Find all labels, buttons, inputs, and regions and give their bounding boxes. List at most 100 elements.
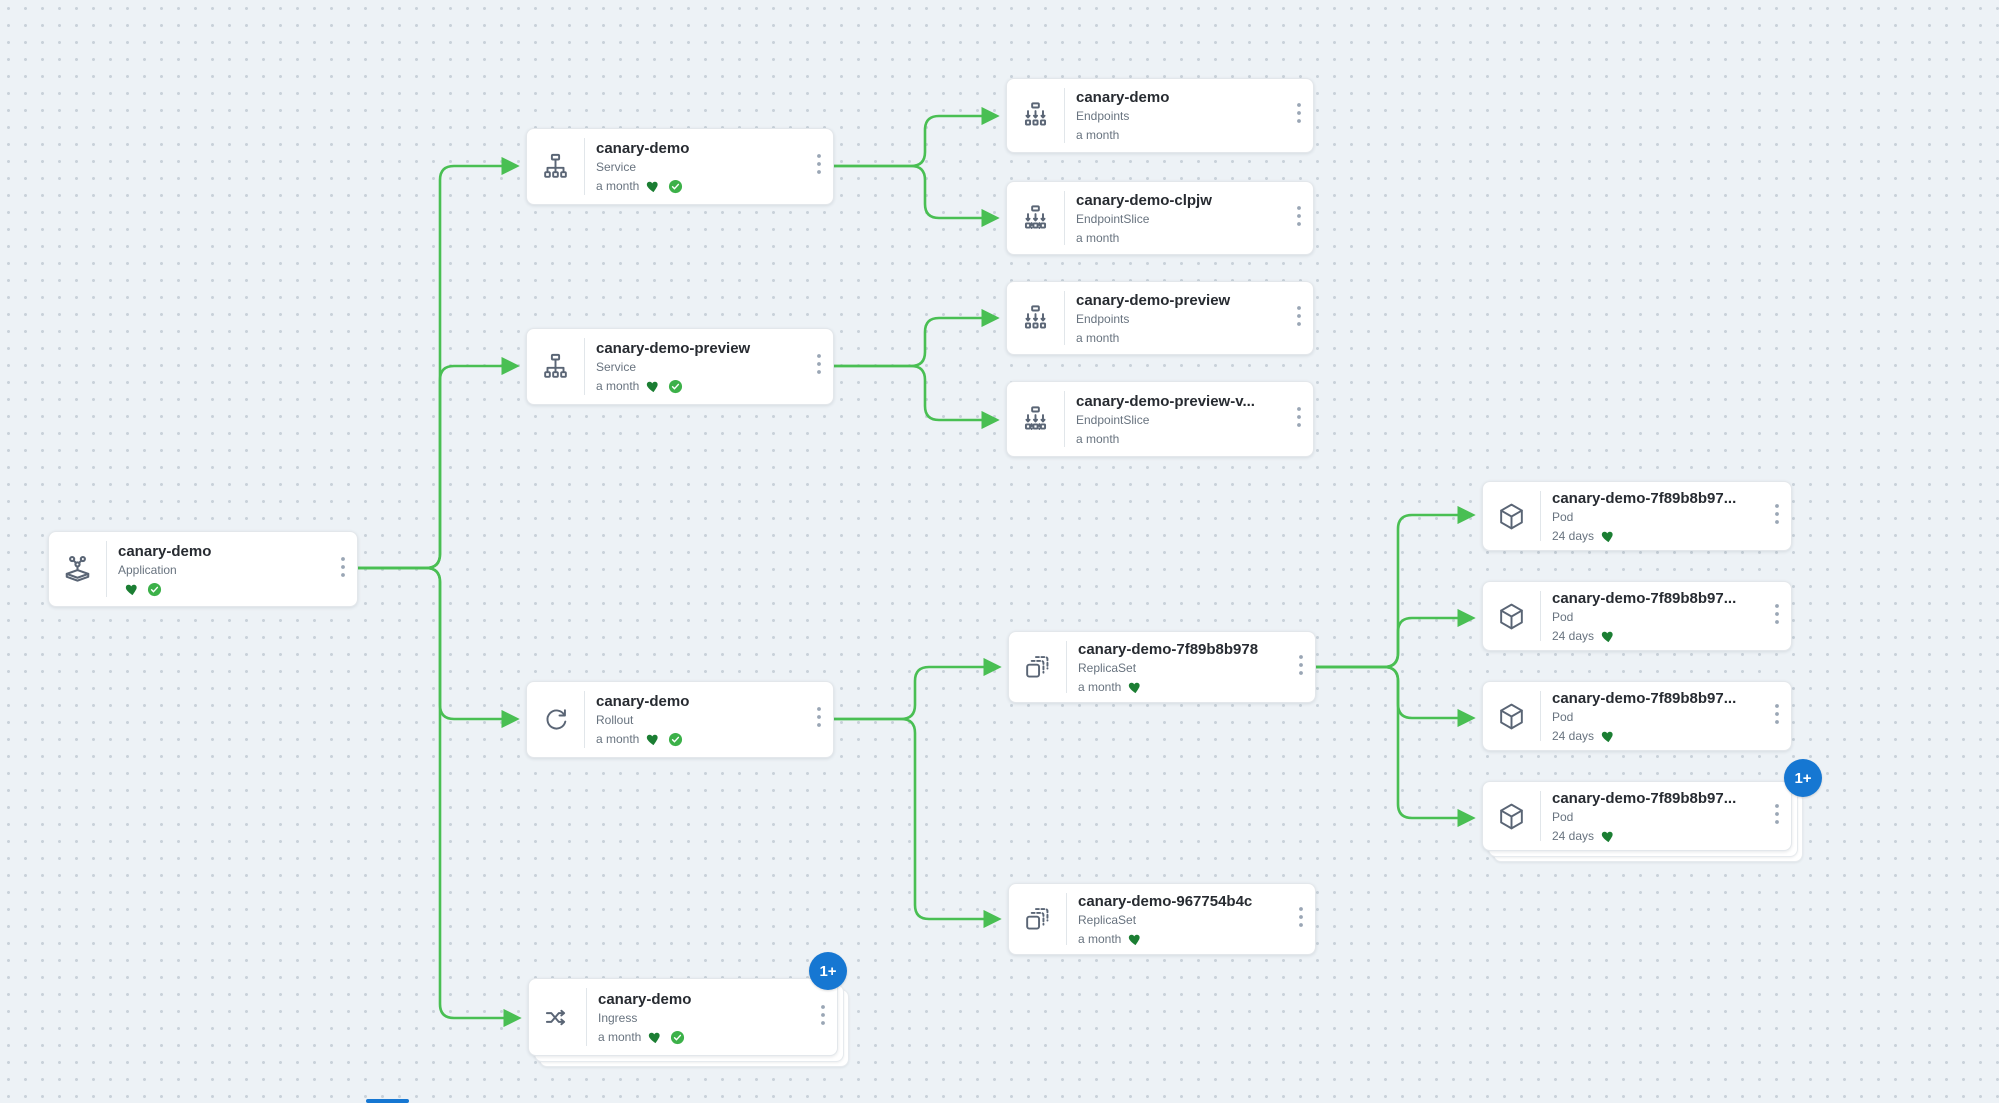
- resource-kind: ReplicaSet: [1078, 912, 1137, 927]
- resource-kind: EndpointSlice: [1076, 412, 1150, 427]
- kebab-icon: [1296, 305, 1302, 332]
- kebab-icon: [1298, 654, 1304, 681]
- edge-preview-endpoints: [831, 308, 1000, 368]
- node-menu-button[interactable]: [1763, 682, 1791, 750]
- node-menu-button[interactable]: [805, 129, 833, 204]
- healthy-heart-icon: [1128, 680, 1143, 695]
- node-divider: [1540, 591, 1541, 641]
- healthy-heart-icon: [1601, 629, 1616, 644]
- rollout-icon: [527, 704, 584, 735]
- edge-rollout-rs1: [831, 657, 1002, 721]
- node-divider: [1064, 391, 1065, 447]
- node-menu-button[interactable]: [1285, 282, 1313, 354]
- resource-age: 24 days: [1552, 728, 1595, 743]
- resource-meta: a month: [598, 1030, 805, 1045]
- resource-meta: 24 days: [1552, 629, 1759, 644]
- edge-rollout-rs2: [831, 717, 1002, 929]
- resource-kind: Pod: [1552, 809, 1574, 824]
- resource-name: canary-demo: [596, 693, 690, 710]
- node-menu-button[interactable]: [1763, 782, 1791, 850]
- service-icon: [527, 351, 584, 382]
- synced-check-icon: [668, 379, 683, 394]
- resource-name: canary-demo-7f89b8b97...: [1552, 789, 1737, 807]
- node-divider: [586, 988, 587, 1046]
- node-menu-button[interactable]: [329, 532, 357, 606]
- edge-app-ingress: [356, 566, 522, 1028]
- node-divider: [1064, 88, 1065, 143]
- overflow-count-badge[interactable]: 1+: [809, 952, 847, 990]
- resource-meta: [118, 582, 325, 597]
- resource-age: a month: [1076, 431, 1120, 446]
- resource-kind: ReplicaSet: [1078, 660, 1137, 675]
- resource-meta: a month: [1076, 231, 1281, 246]
- application-icon: [49, 553, 106, 586]
- resource-age: 24 days: [1552, 628, 1595, 643]
- node-menu-button[interactable]: [1763, 582, 1791, 650]
- edge-app-service-preview: [356, 356, 520, 570]
- node-divider: [1064, 291, 1065, 345]
- kebab-icon: [1296, 102, 1302, 129]
- node-menu-button[interactable]: [805, 329, 833, 404]
- resource-kind: Pod: [1552, 609, 1574, 624]
- node-menu-button[interactable]: [805, 682, 833, 757]
- healthy-heart-icon: [1601, 829, 1616, 844]
- node-menu-button[interactable]: [1285, 382, 1313, 456]
- node-menu-button[interactable]: [1287, 884, 1315, 954]
- kebab-icon: [340, 556, 346, 583]
- node-menu-button[interactable]: [809, 979, 837, 1055]
- healthy-heart-icon: [646, 732, 661, 747]
- edge-app-rollout: [356, 566, 520, 729]
- resource-age: a month: [596, 732, 640, 746]
- endpointslice-icon: [1007, 404, 1064, 435]
- horizontal-scrollbar-thumb[interactable]: [366, 1099, 409, 1103]
- overflow-count-badge[interactable]: 1+: [1784, 759, 1822, 797]
- kebab-icon: [1296, 205, 1302, 232]
- node-divider: [1064, 191, 1065, 245]
- resource-name: canary-demo-preview: [596, 340, 751, 357]
- resource-kind: Pod: [1552, 509, 1574, 524]
- resource-name: canary-demo: [1076, 89, 1170, 106]
- pod-icon: [1483, 501, 1540, 532]
- node-menu-button[interactable]: [1763, 482, 1791, 550]
- resource-meta: a month: [1076, 128, 1281, 143]
- ingress-icon: [529, 1002, 586, 1033]
- resource-kind: Ingress: [598, 1010, 638, 1025]
- resource-age: a month: [1076, 128, 1120, 142]
- edge-service-endpoints: [831, 106, 1000, 168]
- resource-name: canary-demo-967754b4c: [1078, 892, 1253, 910]
- edge-preview-endpointslice: [831, 364, 1000, 430]
- resource-meta: a month: [1078, 932, 1283, 947]
- resource-age: a month: [598, 1029, 642, 1044]
- kebab-icon: [1774, 703, 1780, 730]
- healthy-heart-icon: [1128, 932, 1143, 947]
- resource-meta: a month: [1076, 432, 1281, 447]
- healthy-heart-icon: [648, 1030, 663, 1045]
- edge-rs1-pod3: [1313, 665, 1476, 728]
- node-menu-button[interactable]: [1287, 632, 1315, 702]
- node-menu-button[interactable]: [1285, 182, 1313, 254]
- node-divider: [584, 691, 585, 748]
- node-menu-button[interactable]: [1285, 79, 1313, 152]
